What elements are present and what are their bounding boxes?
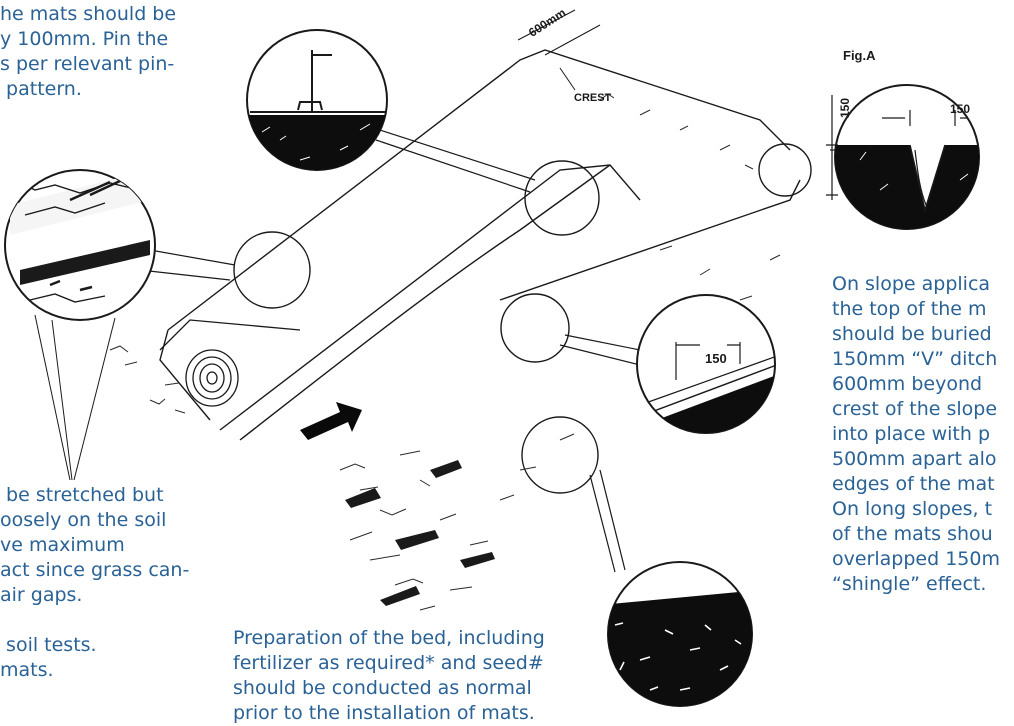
callout-bottom-right (600, 562, 760, 713)
callout-middle-right (630, 295, 790, 450)
downslope-arrow-icon (300, 402, 362, 440)
mat-overlap-text: he mats should be y 100mm. Pin the s per… (0, 2, 176, 102)
fig-a-label: Fig.A (843, 48, 876, 63)
callout-top-left (240, 30, 400, 205)
ground-dark-patches (345, 460, 495, 606)
left-text-leaders (35, 315, 115, 480)
bed-preparation-text: Preparation of the bed, including fertil… (233, 626, 545, 726)
crest-label: CREST (574, 92, 611, 104)
dimension-150-depth-label: 150 (838, 98, 852, 118)
mat-contact-text: be stretched but oosely on the soil ve m… (0, 483, 189, 683)
dimension-150-overlap-label: 150 (705, 351, 727, 366)
dimension-150-width-label: 150 (950, 102, 970, 116)
mat-roll (160, 320, 300, 406)
slope-application-text: On slope applica the top of the m should… (832, 272, 1000, 597)
callout-middle-left (5, 170, 155, 320)
